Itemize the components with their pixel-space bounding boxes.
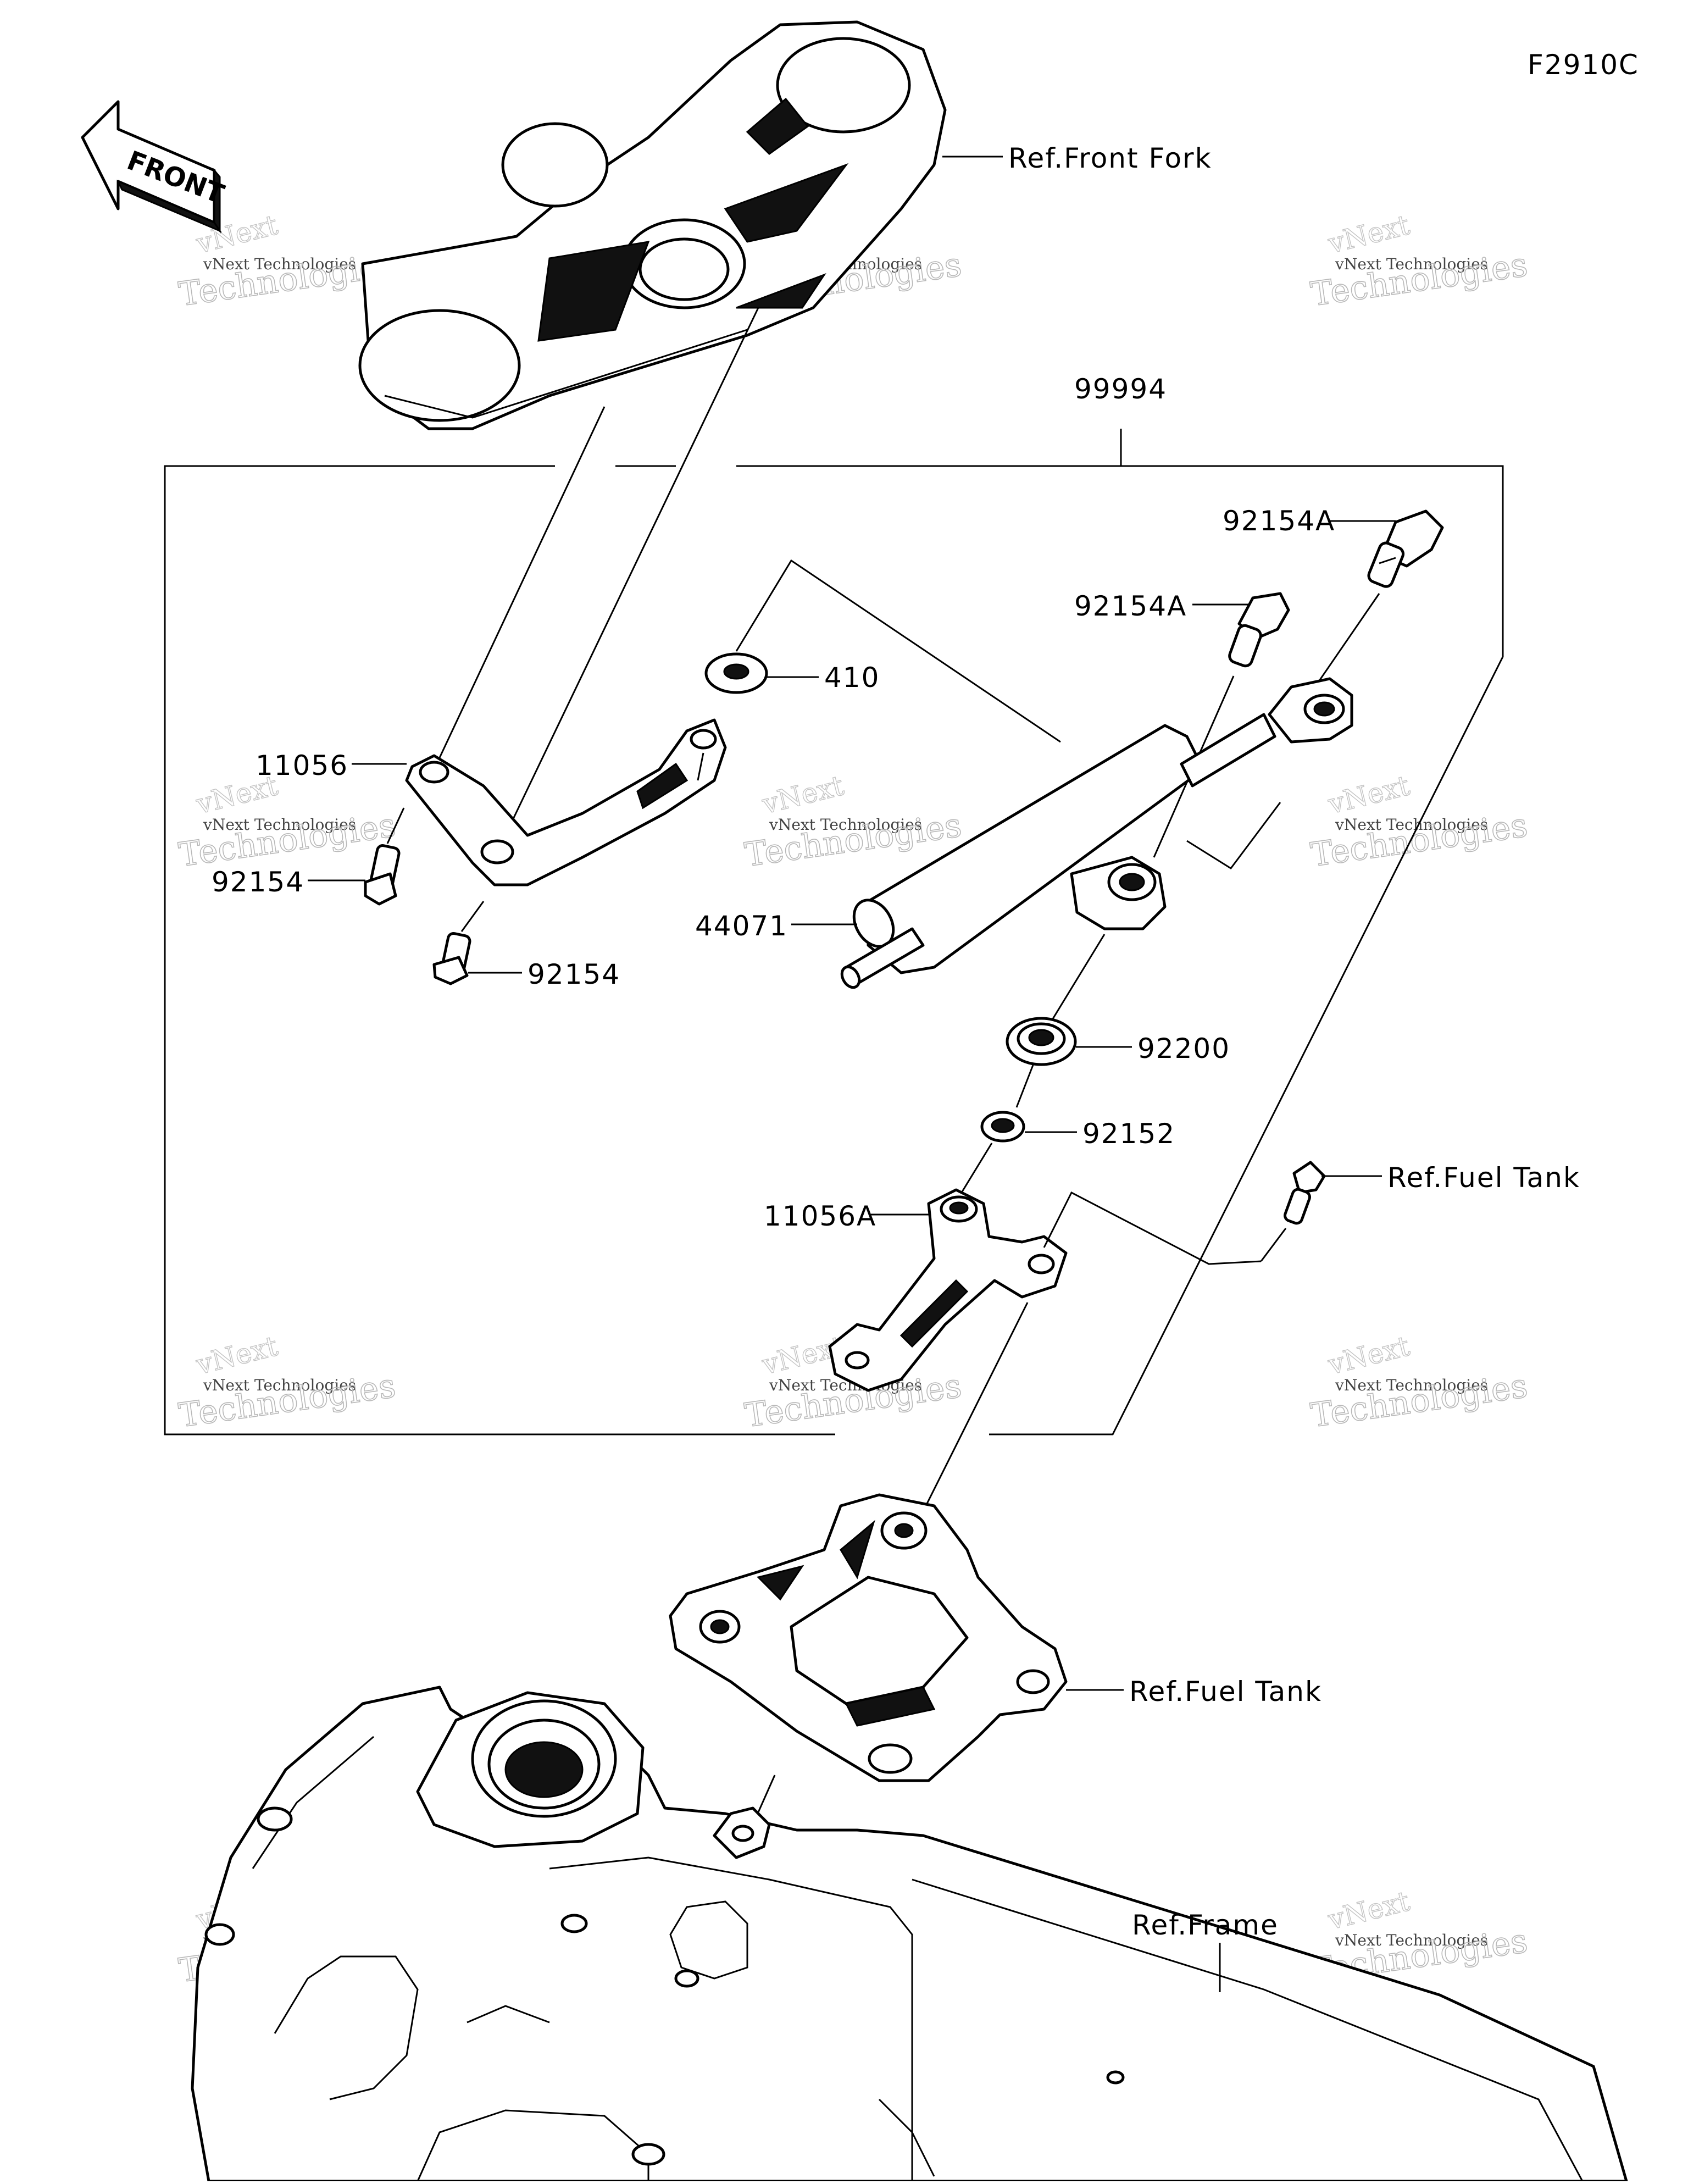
kit-boundary bbox=[164, 429, 1504, 1435]
label-bracket-a: 11056A bbox=[764, 1200, 876, 1232]
svg-text:vNext: vNext bbox=[1325, 769, 1413, 821]
handlebar-mount bbox=[501, 122, 609, 208]
frame-assembly bbox=[191, 1686, 1628, 2183]
upper-triple-clamp bbox=[358, 20, 947, 430]
washer-410 bbox=[704, 652, 768, 694]
svg-text:vNext Technologies: vNext Technologies bbox=[203, 816, 356, 834]
front-arrow-icon: FRONT bbox=[81, 100, 228, 234]
svg-text:vNext Technologies: vNext Technologies bbox=[1335, 1376, 1488, 1394]
bolt-fuel-tank bbox=[1284, 1161, 1326, 1225]
svg-text:vNext Technologies: vNext Technologies bbox=[203, 255, 356, 273]
watermark: vNext vNext Technologies Technologies bbox=[742, 769, 964, 875]
watermark: vNext vNext Technologies Technologies bbox=[176, 1329, 398, 1435]
bracket-11056a bbox=[828, 1188, 1068, 1392]
svg-text:vNext: vNext bbox=[1325, 1885, 1413, 1936]
svg-text:vNext Technologies: vNext Technologies bbox=[1335, 1931, 1488, 1949]
label-bolt-a-upper: 92154A bbox=[1223, 505, 1335, 537]
label-ref-fuel-tank-bracket: Ref.Fuel Tank bbox=[1129, 1676, 1322, 1708]
bracket-11056 bbox=[405, 718, 727, 886]
svg-text:vNext: vNext bbox=[759, 769, 847, 821]
bolt-92154a-upper bbox=[1367, 509, 1444, 588]
figure-code: F2910C bbox=[1528, 49, 1639, 81]
label-spacer: 92152 bbox=[1082, 1118, 1175, 1150]
collar-92200 bbox=[1006, 1017, 1077, 1066]
label-washer: 410 bbox=[824, 662, 880, 694]
svg-text:vNext Technologies: vNext Technologies bbox=[1335, 816, 1488, 834]
watermark: vNext vNext Technologies Technologies bbox=[1308, 208, 1530, 314]
svg-text:vNext Technologies: vNext Technologies bbox=[1335, 255, 1488, 273]
label-kit: 99994 bbox=[1074, 373, 1167, 405]
watermark: vNext vNext Technologies Technologies bbox=[176, 769, 398, 875]
watermark: vNext vNext Technologies Technologies bbox=[1308, 1329, 1530, 1435]
fork-bore-right bbox=[776, 37, 911, 134]
bolt-92154-upper bbox=[364, 844, 401, 906]
bolt-92154-lower bbox=[432, 932, 471, 985]
svg-text:vNext: vNext bbox=[1325, 209, 1413, 260]
label-bolt-left-upper: 92154 bbox=[212, 866, 304, 898]
fuel-tank-bracket bbox=[669, 1493, 1068, 1782]
steering-damper-44071 bbox=[840, 677, 1353, 989]
spacer-92152 bbox=[980, 1111, 1025, 1143]
label-ref-front-fork: Ref.Front Fork bbox=[1008, 142, 1212, 174]
label-ref-fuel-tank-bolt: Ref.Fuel Tank bbox=[1387, 1162, 1580, 1194]
svg-text:vNext: vNext bbox=[1325, 1330, 1413, 1381]
bolt-92154a-lower bbox=[1228, 592, 1290, 668]
fork-bore-left bbox=[358, 309, 521, 422]
svg-text:vNext: vNext bbox=[193, 1330, 281, 1381]
svg-text:vNext Technologies: vNext Technologies bbox=[769, 816, 922, 834]
label-bolt-left-lower: 92154 bbox=[528, 958, 620, 990]
label-ref-frame: Ref.Frame bbox=[1132, 1909, 1279, 1941]
label-bolt-a-lower: 92154A bbox=[1074, 590, 1187, 622]
label-damper: 44071 bbox=[695, 910, 788, 942]
label-bracket: 11056 bbox=[256, 750, 348, 781]
svg-text:vNext Technologies: vNext Technologies bbox=[203, 1376, 356, 1394]
label-collar: 92200 bbox=[1137, 1033, 1230, 1065]
